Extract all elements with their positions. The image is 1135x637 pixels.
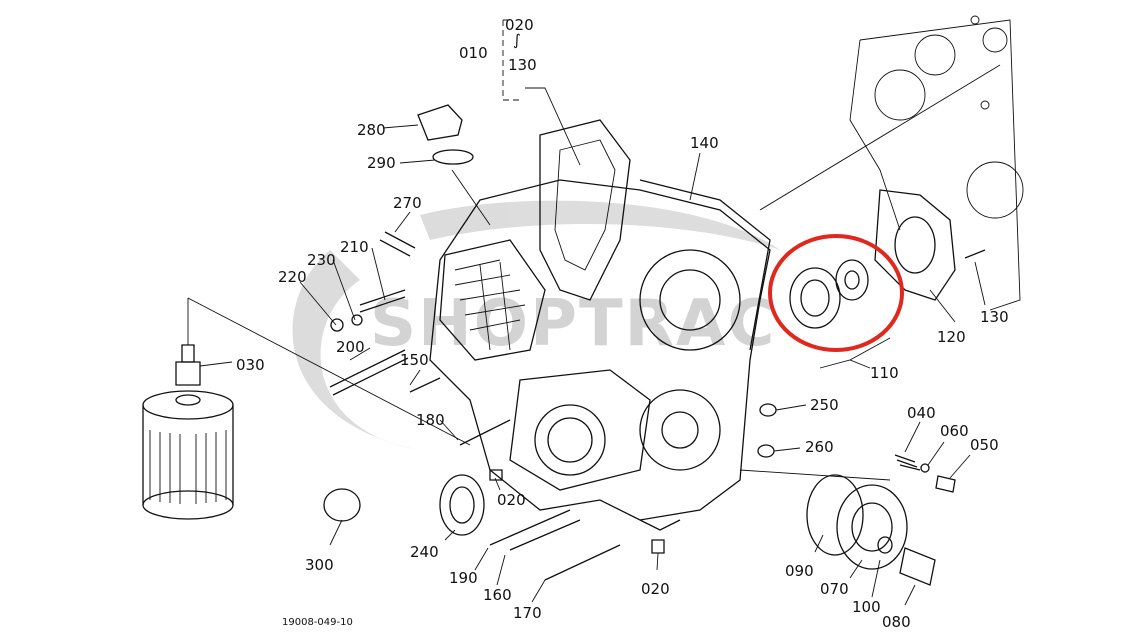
oil-filter bbox=[142, 344, 234, 520]
label-070: 070 bbox=[820, 580, 849, 598]
crank-seal bbox=[439, 474, 485, 536]
oil-cap bbox=[417, 104, 474, 165]
label-160: 160 bbox=[483, 586, 512, 604]
label-210: 210 bbox=[340, 238, 369, 256]
label-130-top: 130 bbox=[508, 56, 537, 74]
label-100: 100 bbox=[852, 598, 881, 616]
label-190: 190 bbox=[449, 569, 478, 587]
leader-lines bbox=[187, 19, 1001, 606]
label-020-mid: 020 bbox=[497, 491, 526, 509]
part-labels: 010 020 ∫ 130 140 280 290 270 210 230 22… bbox=[236, 16, 1009, 631]
label-260: 260 bbox=[805, 438, 834, 456]
label-150: 150 bbox=[400, 351, 429, 369]
label-060: 060 bbox=[940, 422, 969, 440]
label-250: 250 bbox=[810, 396, 839, 414]
label-040: 040 bbox=[907, 404, 936, 422]
label-120: 120 bbox=[937, 328, 966, 346]
label-tilde: ∫ bbox=[513, 31, 521, 49]
watermark-logo: SHOPTRAC bbox=[292, 200, 780, 450]
label-090: 090 bbox=[785, 562, 814, 580]
bolts bbox=[329, 231, 665, 581]
relief-valve-parts bbox=[894, 454, 956, 493]
label-020-bottom: 020 bbox=[641, 580, 670, 598]
label-020-top: 020 bbox=[505, 16, 534, 34]
label-140: 140 bbox=[690, 134, 719, 152]
label-300: 300 bbox=[305, 556, 334, 574]
pump-screw bbox=[964, 249, 986, 259]
label-270: 270 bbox=[393, 194, 422, 212]
label-240: 240 bbox=[410, 543, 439, 561]
label-030: 030 bbox=[236, 356, 265, 374]
label-080: 080 bbox=[882, 613, 911, 631]
label-130-right: 130 bbox=[980, 308, 1009, 326]
o-rings bbox=[757, 403, 777, 458]
label-050: 050 bbox=[970, 436, 999, 454]
gear-case-body bbox=[429, 119, 771, 531]
label-280: 280 bbox=[357, 121, 386, 139]
label-200: 200 bbox=[336, 338, 365, 356]
label-220: 220 bbox=[278, 268, 307, 286]
figure-code: 19008-049-10 bbox=[282, 617, 353, 628]
label-170: 170 bbox=[513, 604, 542, 622]
oil-pump-cover bbox=[874, 189, 956, 301]
label-230: 230 bbox=[307, 251, 336, 269]
label-110: 110 bbox=[870, 364, 899, 382]
label-180: 180 bbox=[416, 411, 445, 429]
cover-plate bbox=[806, 474, 936, 586]
highlight-circle bbox=[768, 234, 904, 352]
label-290: 290 bbox=[367, 154, 396, 172]
engine-block-outline bbox=[849, 15, 1024, 311]
plug bbox=[323, 488, 361, 522]
label-010: 010 bbox=[459, 44, 488, 62]
oil-pump-rotor bbox=[789, 259, 869, 329]
